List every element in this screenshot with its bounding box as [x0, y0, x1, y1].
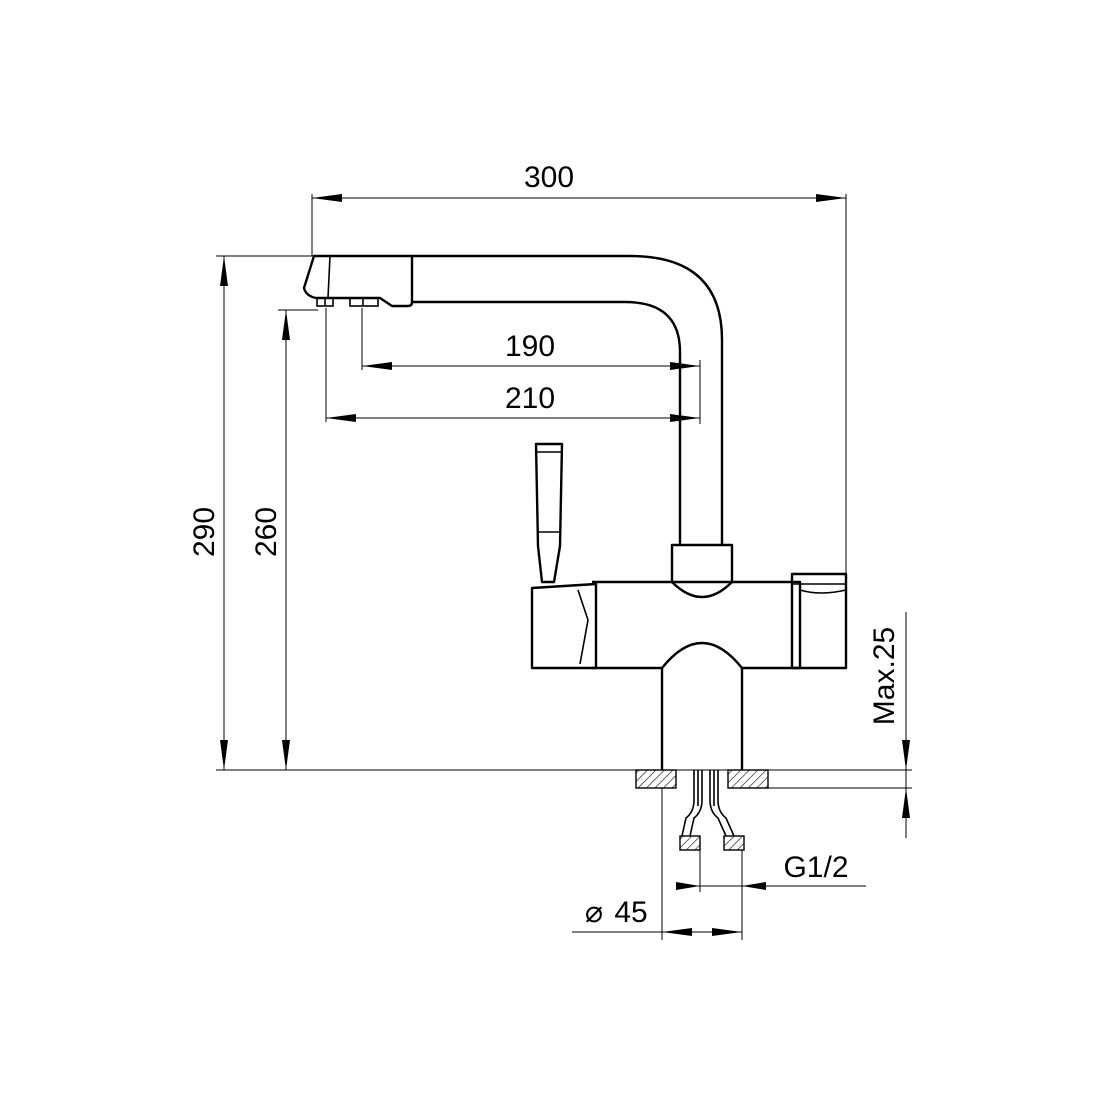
- dim-label-base-diameter-value: 45: [614, 896, 647, 929]
- outlet-nozzle-right: [349, 297, 379, 307]
- right-end-cap: [790, 572, 848, 670]
- countertop-hatch-right: [727, 769, 769, 789]
- base-column: [660, 668, 744, 770]
- countertop-section: [635, 769, 769, 851]
- dim-label-base-diameter: ⌀ 45: [585, 896, 648, 929]
- supply-hose-right: [709, 770, 735, 837]
- dim-label-overall-height: 290: [188, 507, 221, 557]
- spout-collar: [670, 543, 734, 599]
- dim-label-spout-height: 260: [250, 507, 283, 557]
- dim-label-overall-width: 300: [524, 161, 574, 194]
- dim-label-max-thickness: Max.25: [868, 627, 901, 725]
- hose-fitting-left: [679, 835, 701, 851]
- hose-fitting-right: [723, 835, 745, 851]
- faucet-outline: [302, 254, 848, 770]
- lever-handle: [534, 442, 564, 584]
- supply-hose-left: [681, 770, 703, 837]
- dim-label-thread-size: G1/2: [783, 851, 848, 884]
- dim-label-spout-reach-inner: 190: [505, 330, 555, 363]
- dim-label-spout-reach-outer: 210: [505, 382, 555, 415]
- left-handle-housing: [530, 582, 598, 670]
- diameter-symbol-icon: ⌀: [585, 896, 603, 929]
- dimension-lines: [216, 194, 912, 940]
- spout-tube: [412, 254, 724, 545]
- main-body: [592, 580, 802, 670]
- countertop-hatch-left: [635, 769, 677, 789]
